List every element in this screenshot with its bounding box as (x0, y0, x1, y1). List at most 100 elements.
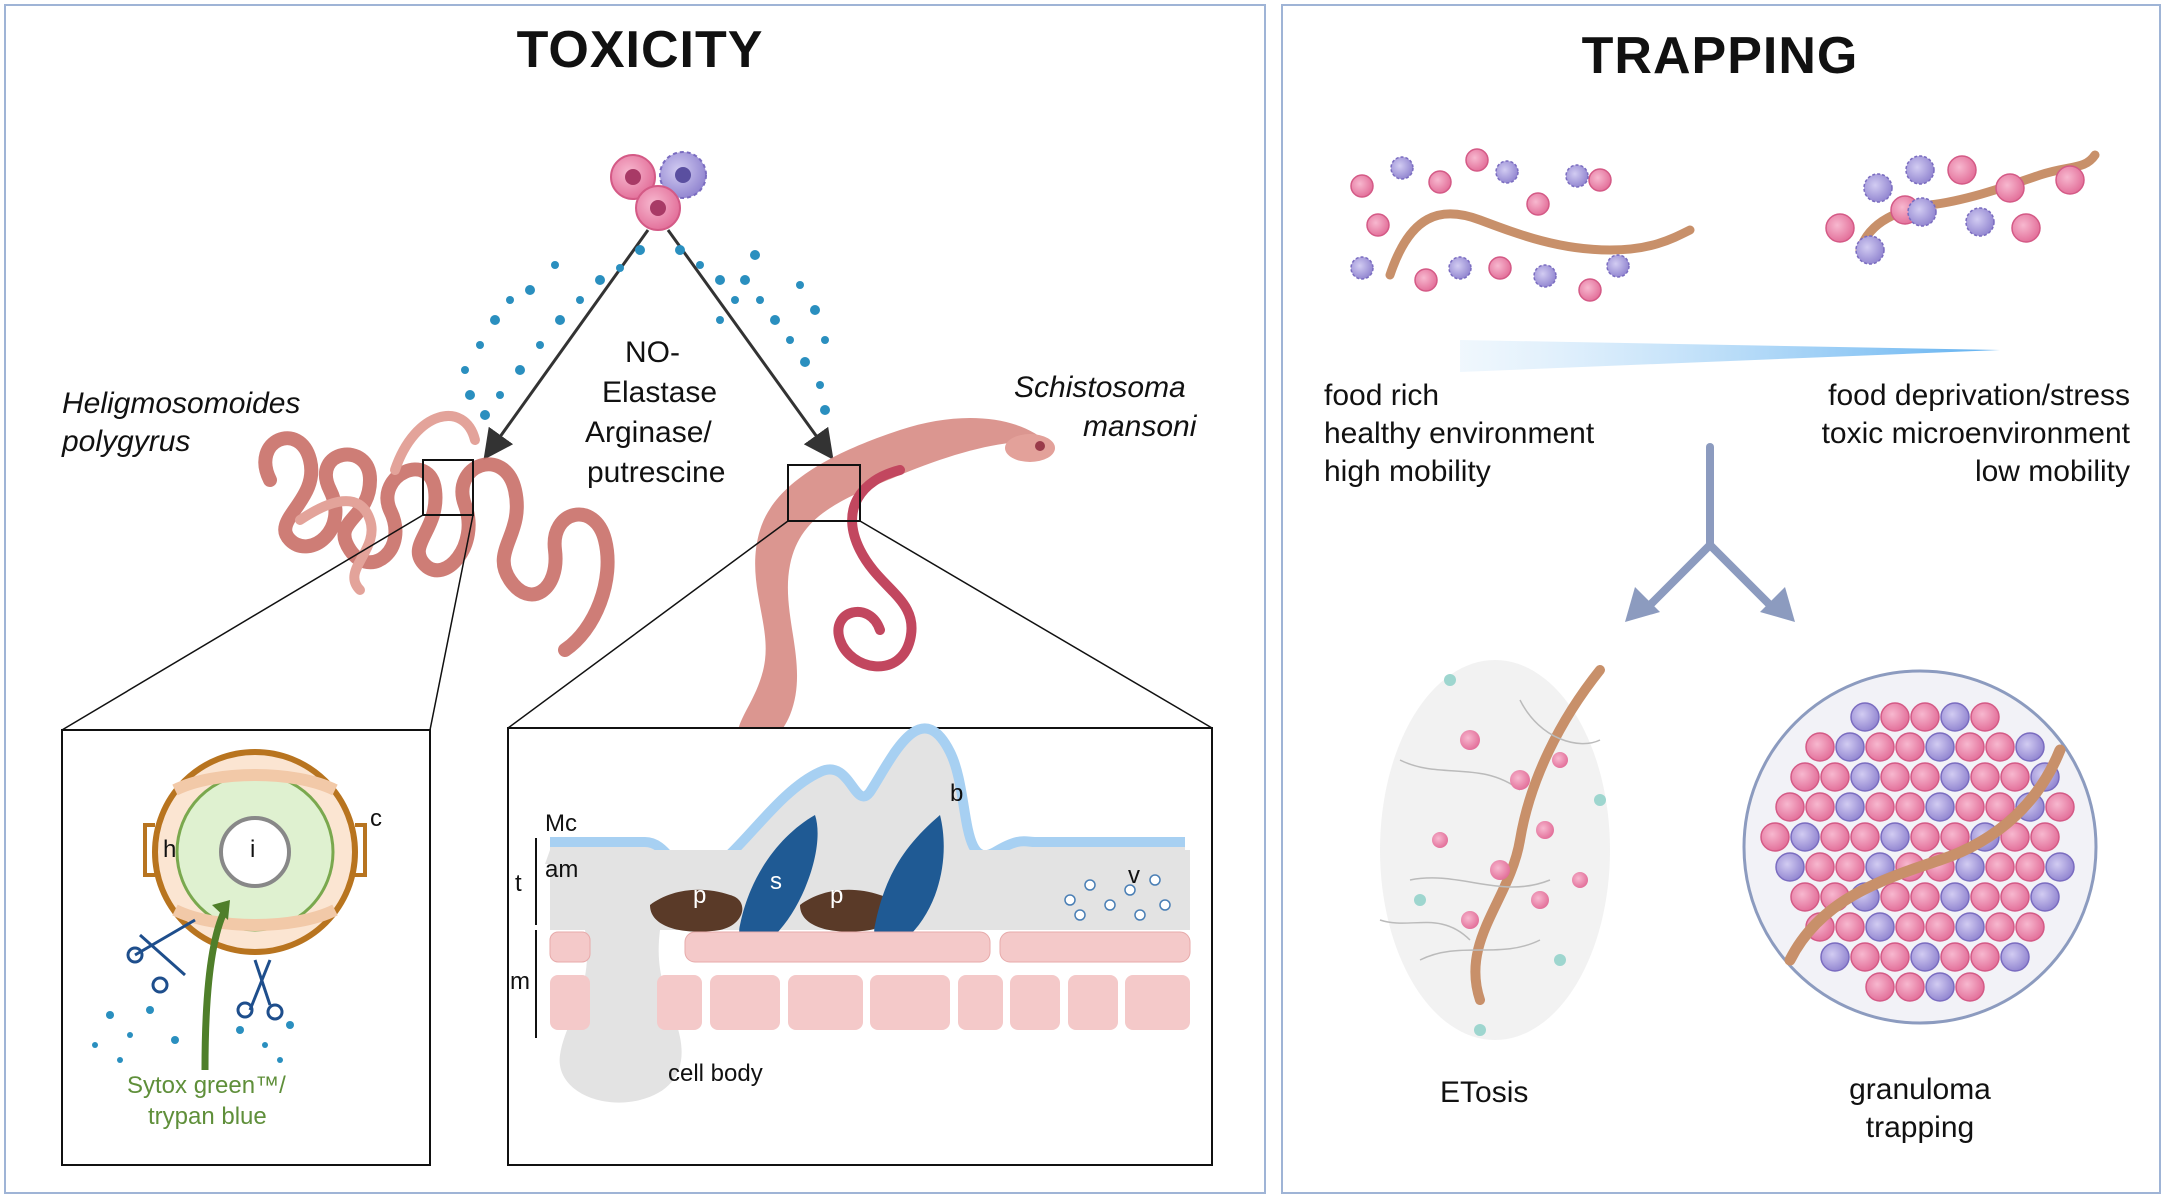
neutrophil-cell (1925, 912, 1955, 942)
eosinophil-cell (1790, 822, 1820, 852)
label-v: v (1128, 862, 1140, 889)
immune-cells-cluster (610, 151, 707, 231)
etosis-scene (1379, 660, 1610, 1040)
label-i: i (250, 836, 256, 863)
mediator-putrescine: putrescine (587, 456, 726, 489)
toxicity-panel (4, 4, 1266, 1194)
heligmosomoides-zoom-box (422, 459, 474, 516)
neutrophil-cell (1895, 792, 1925, 822)
neutrophil-cell (1805, 732, 1835, 762)
eosinophil-cell (1940, 762, 1970, 792)
schistosoma-zoom-box (787, 464, 861, 522)
neutrophil-cell (1955, 972, 1985, 1002)
neutrophil-cell (1940, 942, 1970, 972)
label-b: b (950, 780, 964, 807)
left-condition-3: high mobility (1324, 455, 1491, 488)
neutrophil-cell (1880, 942, 1910, 972)
label-am: am (545, 856, 579, 883)
heligmosomoides-label-2: polygyrus (62, 425, 191, 458)
neutrophil-cell (1850, 822, 1880, 852)
granuloma-label-1: granuloma (1849, 1073, 1991, 1106)
schistosoma-label-2: mansoni (1083, 410, 1197, 443)
heligmosomoides-label-1: Heligmosomoides (62, 387, 301, 420)
zoom-line-right-2 (859, 520, 1213, 729)
stain-label-2: trypan blue (148, 1103, 267, 1130)
trapping-panel (1281, 4, 2161, 1194)
neutrophil-cell (1820, 762, 1850, 792)
eosinophil-cell (1925, 972, 1955, 1002)
eosinophil-cell (1835, 732, 1865, 762)
neutrophil-cell (1820, 822, 1850, 852)
mediator-elastase: Elastase (602, 376, 718, 409)
mediator-arginase: Arginase/ (585, 416, 712, 449)
neutrophil-cell (1910, 702, 1940, 732)
neutrophil-cell (1985, 732, 2015, 762)
neutrophil-cell (1865, 972, 1895, 1002)
eosinophil-cell (2030, 882, 2060, 912)
label-c: c (370, 805, 382, 832)
neutrophil-cell (1880, 882, 1910, 912)
neutrophil-cell (1970, 762, 2000, 792)
eosinophil-cell (1925, 732, 1955, 762)
neutrophil-cell (2030, 822, 2060, 852)
left-condition-2: healthy environment (1324, 417, 1595, 450)
label-cell-body: cell body (668, 1060, 763, 1087)
neutrophil-cell (2045, 792, 2075, 822)
neutrophil-cell (1805, 852, 1835, 882)
right-condition-2: toxic microenvironment (1821, 417, 2130, 450)
neutrophil-cell (1880, 702, 1910, 732)
scissors-icon (126, 918, 284, 1021)
label-p1: p (693, 882, 707, 909)
neutrophil-cell (1970, 702, 2000, 732)
neutrophil-cell (1790, 882, 1820, 912)
zoom-line-left-1 (61, 514, 424, 731)
zoom-line-left-2 (429, 514, 474, 731)
heligmosomoides-worm (258, 411, 615, 657)
neutrophil-cell (2015, 852, 2045, 882)
neutrophil-cell (1850, 942, 1880, 972)
neutrophil-cell (1985, 852, 2015, 882)
zoom-line-right-1 (507, 520, 789, 729)
eosinophil-cell (2015, 732, 2045, 762)
neutrophil-cell (1985, 792, 2015, 822)
neutrophil-cell (1760, 822, 1790, 852)
eosinophil-cell (2045, 852, 2075, 882)
worm-cross-section (143, 749, 367, 955)
granuloma-label-2: trapping (1865, 1111, 1975, 1144)
eosinophil-cell (1940, 882, 1970, 912)
neutrophil-cell (2015, 912, 2045, 942)
gradient-bar (1460, 340, 2000, 372)
label-t: t (515, 870, 522, 897)
label-mc: Mc (545, 810, 577, 837)
left-condition-1: food rich (1324, 379, 1440, 412)
neutrophil-cell (1865, 792, 1895, 822)
schistosoma-label-1: Schistosoma (1014, 371, 1186, 404)
neutrophil-cell (1880, 762, 1910, 792)
neutrophil-cell (1790, 762, 1820, 792)
neutrophil-cell (2000, 762, 2030, 792)
eosinophil-cell (1850, 702, 1880, 732)
stain-label-1: Sytox green™/ (127, 1072, 286, 1099)
right-condition-1: food deprivation/stress (1828, 379, 2130, 412)
neutrophil-cell (1805, 792, 1835, 822)
neutrophil-cell (1970, 942, 2000, 972)
eosinophil-cell (1865, 912, 1895, 942)
eosinophil-cell (1880, 822, 1910, 852)
trapped-worm-scene (1825, 150, 2100, 265)
schistosoma-worm (737, 418, 1055, 748)
neutrophil-cell (1910, 822, 1940, 852)
neutrophil-cell (1895, 912, 1925, 942)
stain-dots (92, 1006, 294, 1063)
neutrophil-cell (1955, 792, 1985, 822)
label-h: h (163, 836, 177, 863)
right-condition-3: low mobility (1974, 455, 2130, 488)
neutrophil-cell (1865, 732, 1895, 762)
neutrophil-cell (1910, 882, 1940, 912)
mediator-dots (461, 245, 830, 420)
neutrophil-cell (2000, 882, 2030, 912)
arrow-to-schistosoma (666, 229, 834, 460)
mediator-no: NO- (625, 336, 680, 369)
neutrophil-cell (1910, 762, 1940, 792)
trapping-title: TRAPPING (1581, 27, 1859, 85)
